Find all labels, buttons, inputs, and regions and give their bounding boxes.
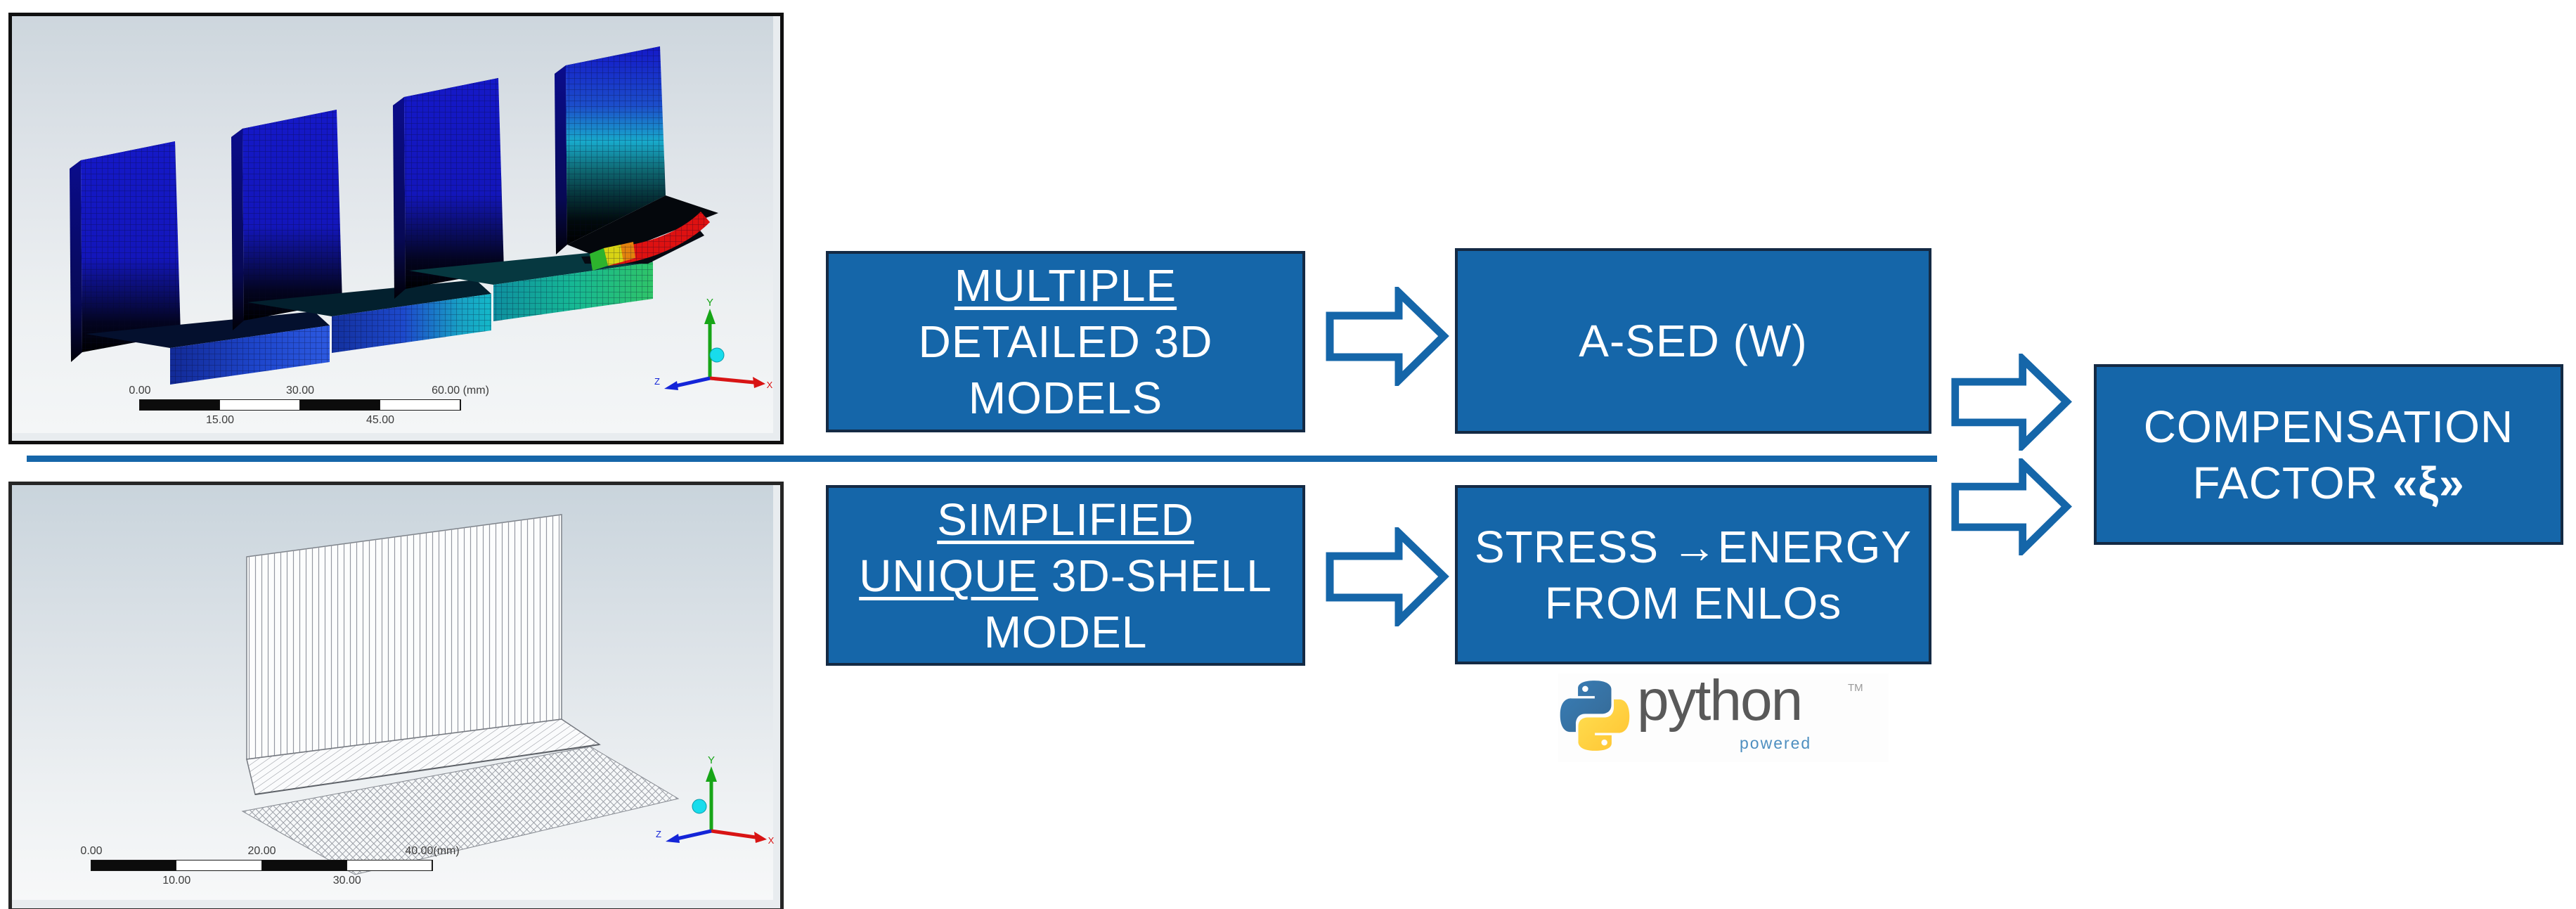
shell-base-plate xyxy=(241,746,680,875)
box-simplified-unique-3d-shell-model: SIMPLIFIED UNIQUE 3D-SHELL MODEL xyxy=(826,485,1305,666)
x-axis-label: X xyxy=(768,835,775,846)
scale-segment xyxy=(261,860,347,870)
box-compensation-factor: COMPENSATION FACTOR «ξ» xyxy=(2094,364,2563,545)
box-multiple-detailed-3d-models: MULTIPLE DETAILED 3D MODELS xyxy=(826,251,1305,432)
scale-label: 15.00 xyxy=(205,414,235,426)
scale-segment xyxy=(380,400,460,410)
z-axis-label: Z xyxy=(654,376,660,387)
scale-segment xyxy=(176,860,262,870)
arrow-ased-to-compensation xyxy=(1951,354,2073,451)
box-text-line: A-SED (W) xyxy=(1579,316,1808,366)
box-text-line: FROM ENLOs xyxy=(1544,577,1842,628)
scale-segment xyxy=(140,400,219,410)
scale-label: 30.00 xyxy=(332,875,361,887)
shell-axis-triad: Y X Z xyxy=(656,754,775,846)
trademark-mark: TM xyxy=(1848,682,1863,694)
scale-label: 10.00 xyxy=(162,875,191,887)
z-axis-label: Z xyxy=(656,829,661,839)
python-wordmark: python xyxy=(1637,669,1803,733)
box-text-rest: FACTOR xyxy=(2192,457,2378,508)
y-axis-label: Y xyxy=(706,297,713,309)
y-axis-label: Y xyxy=(708,754,715,766)
scale-label: 0.00 xyxy=(129,385,151,397)
box-a-sed-w: A-SED (W) xyxy=(1455,248,1931,434)
scale-segment xyxy=(219,400,300,410)
fea-bracket-1 xyxy=(70,141,330,385)
box-text-line: MODEL xyxy=(983,606,1148,657)
scale-segment xyxy=(346,860,432,870)
box-text-line: MULTIPLE xyxy=(954,260,1177,311)
box-text-line: SIMPLIFIED xyxy=(937,494,1194,545)
workflow-divider-line xyxy=(27,456,1937,462)
fea-models-image: 0.00 30.00 60.00 (mm) 15.00 45.00 Y X Z xyxy=(8,13,784,444)
scale-segment xyxy=(300,400,380,410)
x-axis-label: X xyxy=(767,380,773,390)
box-text-line: FACTOR «ξ» xyxy=(2192,455,2464,511)
arrow-simplified-to-stress xyxy=(1326,527,1449,626)
scale-label: 40.00(mm) xyxy=(405,845,460,857)
fea-models-rendering xyxy=(12,16,773,433)
fea-scale-bar: 0.00 30.00 60.00 (mm) 15.00 45.00 xyxy=(129,385,488,426)
scale-label: 0.00 xyxy=(80,845,103,857)
python-powered-label: powered xyxy=(1740,734,1812,752)
arrow-multiple-to-ased xyxy=(1326,287,1449,386)
python-powered-logo: python TM powered xyxy=(1558,669,1889,762)
scale-label: 30.00 xyxy=(285,385,315,397)
box-text-line: UNIQUE 3D-SHELL xyxy=(859,548,1272,604)
scale-label: 45.00 xyxy=(365,414,395,426)
scale-segment xyxy=(91,860,176,870)
arrow-stress-to-compensation xyxy=(1951,458,2073,555)
shell-scale-bar: 0.00 20.00 40.00(mm) 10.00 30.00 xyxy=(80,845,459,887)
scale-label: 60.00 (mm) xyxy=(432,385,489,397)
shell-wall xyxy=(246,514,562,760)
box-text-rest: 3D-SHELL xyxy=(1038,550,1272,601)
python-icon xyxy=(1560,681,1630,751)
scale-label: 20.00 xyxy=(247,845,276,857)
shell-model-image: 0.00 20.00 40.00(mm) 10.00 30.00 Y X Z xyxy=(8,482,784,909)
xi-symbol: «ξ» xyxy=(2392,457,2465,508)
fea-axis-triad: Y X Z xyxy=(654,297,773,390)
shell-wireframe-rendering xyxy=(12,485,773,900)
fea-bracket-4-deformed xyxy=(555,46,718,271)
box-text-line: COMPENSATION xyxy=(2143,401,2514,452)
underlined-word: UNIQUE xyxy=(859,550,1039,601)
box-text-line: STRESS →ENERGY xyxy=(1474,521,1912,572)
box-stress-energy-from-enlos: STRESS →ENERGY FROM ENLOs xyxy=(1455,485,1931,664)
fea-bracket-3 xyxy=(393,78,653,321)
fea-bracket-2 xyxy=(231,110,491,353)
box-text-line: MODELS xyxy=(968,373,1163,423)
box-text-line: DETAILED 3D xyxy=(918,316,1213,367)
